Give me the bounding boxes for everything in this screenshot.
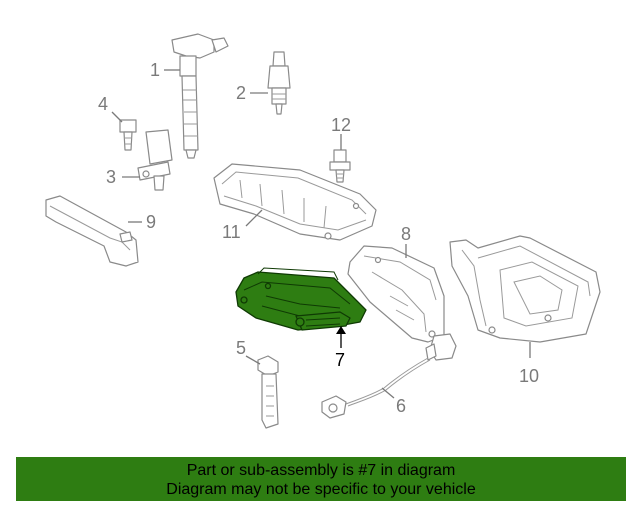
callout-7-arrowhead [336,326,346,334]
camshaft-sensor-part[interactable] [137,129,173,191]
callout-12: 12 [331,115,351,135]
sensor-lead-part[interactable] [321,333,457,419]
engine-control-module-part[interactable] [235,267,367,331]
banner-line-disclaimer: Diagram may not be specific to your vehi… [166,481,476,498]
part-info-banner: Part or sub-assembly is #7 in diagram Di… [16,457,626,501]
callout-2: 2 [236,83,246,103]
stud-part[interactable] [329,149,351,183]
housing-tray-part[interactable] [449,235,601,343]
callout-11: 11 [222,222,241,242]
callout-8: 8 [401,224,411,244]
callout-4-leader [111,111,123,123]
spark-plug-part[interactable] [267,51,291,115]
bolt-part[interactable] [119,119,137,151]
callout-10: 10 [519,366,539,386]
bracket-part[interactable] [45,195,139,267]
callout-6: 6 [396,396,406,416]
callout-3: 3 [106,167,116,187]
callout-9: 9 [146,212,156,232]
callout-7: 7 [335,350,345,370]
intake-cover-part[interactable] [213,163,377,241]
banner-line-part-number: Part or sub-assembly is #7 in diagram [186,462,456,479]
ecm-bracket-part[interactable] [347,245,445,343]
airflow-sensor-part[interactable] [257,355,279,429]
callout-4: 4 [98,94,108,114]
callout-6-leader [381,387,395,399]
ignition-coil-part[interactable] [171,33,229,159]
callout-5-leader [245,355,261,365]
callout-5: 5 [236,338,246,358]
callout-11-leader [245,209,263,227]
callout-1: 1 [150,60,160,80]
parts-diagram: 1 2 4 3 12 11 [45,33,601,429]
